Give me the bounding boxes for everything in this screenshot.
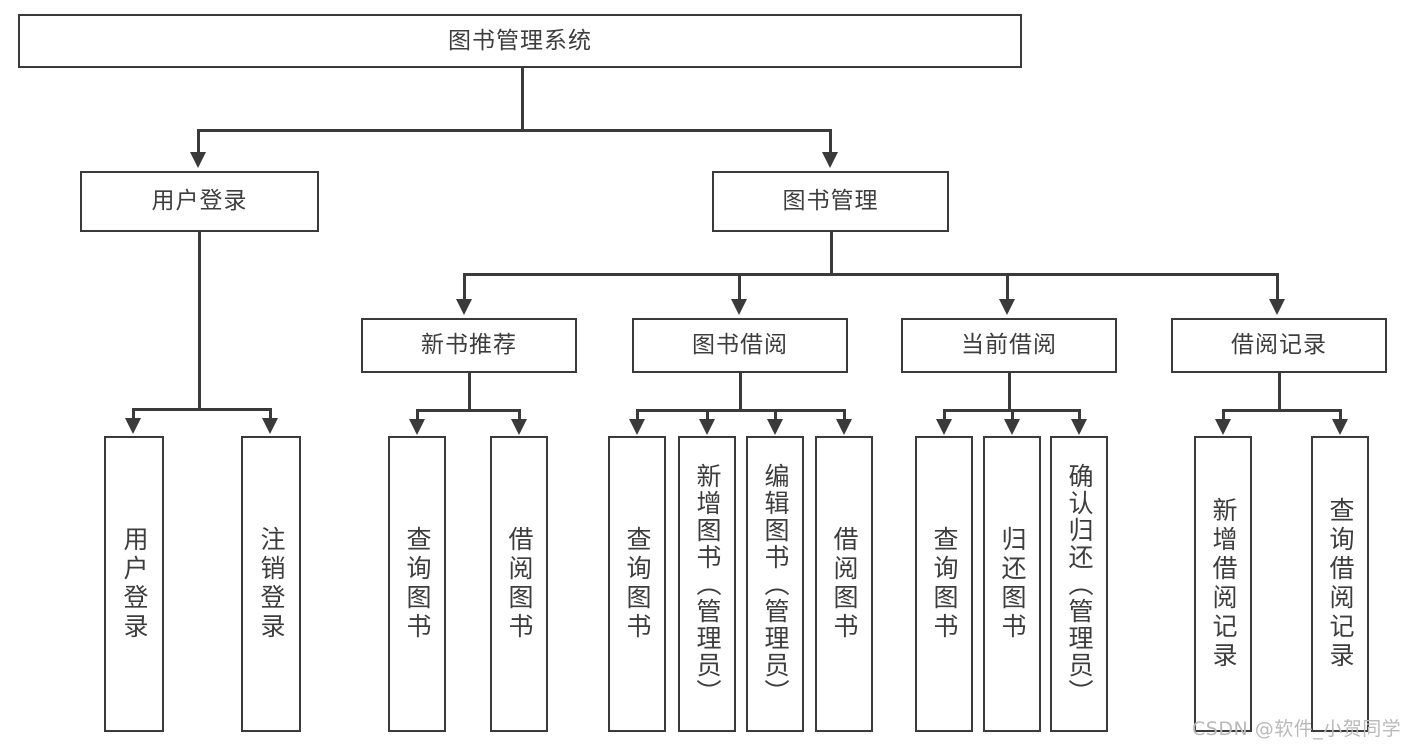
node-leaf-query-book-b[interactable]: 查询图书 bbox=[608, 436, 666, 732]
edge-user-login-bus bbox=[132, 408, 271, 411]
edge-book-borrow-bus bbox=[636, 409, 844, 412]
edge-user-login-to-leaf2 bbox=[269, 408, 272, 421]
arrow-book-borrow-to-leaf2 bbox=[699, 419, 715, 435]
arrow-user-login-to-leaf2 bbox=[262, 418, 278, 434]
arrow-book-manage-to-book-borrow bbox=[731, 299, 747, 315]
arrow-book-manage-to-new-book-rec bbox=[456, 299, 472, 315]
node-leaf-query-book-b-label: 查询图书 bbox=[623, 526, 652, 642]
node-leaf-return-book-label: 归还图书 bbox=[998, 526, 1027, 642]
arrow-book-manage-to-current-borrow bbox=[999, 299, 1015, 315]
node-leaf-user-login-label: 用户登录 bbox=[120, 526, 149, 642]
node-new-book-rec[interactable]: 新书推荐 bbox=[361, 318, 577, 373]
edge-book-manage-to-borrow-record bbox=[1276, 273, 1279, 302]
arrow-book-borrow-to-leaf4 bbox=[836, 419, 852, 435]
edge-new-book-rec-to-leaf1 bbox=[416, 409, 419, 421]
node-user-login[interactable]: 用户登录 bbox=[80, 171, 319, 232]
node-root-label: 图书管理系统 bbox=[448, 27, 592, 54]
edge-book-borrow-to-leaf4 bbox=[843, 409, 846, 421]
node-borrow-record[interactable]: 借阅记录 bbox=[1171, 318, 1387, 373]
node-book-manage[interactable]: 图书管理 bbox=[712, 171, 949, 232]
edge-user-login-stem bbox=[198, 232, 201, 410]
node-current-borrow[interactable]: 当前借阅 bbox=[901, 318, 1117, 373]
node-new-book-rec-label: 新书推荐 bbox=[421, 332, 517, 359]
node-leaf-add-record[interactable]: 新增借阅记录 bbox=[1194, 436, 1252, 732]
node-leaf-user-login[interactable]: 用户登录 bbox=[104, 436, 164, 732]
node-leaf-logout[interactable]: 注销登录 bbox=[241, 436, 301, 732]
edge-root-stem bbox=[521, 68, 524, 131]
edge-book-manage-bus bbox=[463, 273, 1278, 276]
edge-book-borrow-to-leaf3 bbox=[774, 409, 777, 421]
edge-root-to-user-login bbox=[197, 129, 200, 155]
node-leaf-add-book[interactable]: 新增图书（管理员） bbox=[678, 436, 736, 732]
edge-book-manage-to-new-book-rec bbox=[463, 273, 466, 302]
arrow-new-book-rec-to-leaf2 bbox=[511, 419, 527, 435]
node-leaf-borrow-book-b-label: 借阅图书 bbox=[830, 526, 859, 642]
arrow-borrow-record-to-leaf1 bbox=[1215, 419, 1231, 435]
edge-borrow-record-to-leaf2 bbox=[1339, 409, 1342, 421]
arrow-borrow-record-to-leaf2 bbox=[1332, 419, 1348, 435]
node-leaf-query-book-c-label: 查询图书 bbox=[930, 526, 959, 642]
edge-borrow-record-to-leaf1 bbox=[1222, 409, 1225, 421]
edge-root-to-book-manage bbox=[829, 129, 832, 155]
node-book-borrow-label: 图书借阅 bbox=[692, 332, 788, 359]
node-leaf-edit-book-label: 编辑图书（管理员） bbox=[761, 462, 790, 706]
edge-current-borrow-to-leaf3 bbox=[1078, 409, 1081, 421]
node-root[interactable]: 图书管理系统 bbox=[18, 14, 1022, 68]
arrow-root-to-user-login bbox=[190, 152, 206, 168]
edge-book-manage-to-book-borrow bbox=[738, 273, 741, 302]
arrow-user-login-to-leaf1 bbox=[125, 418, 141, 434]
arrow-root-to-book-manage bbox=[822, 152, 838, 168]
edge-root-bus bbox=[197, 129, 831, 132]
node-leaf-add-record-label: 新增借阅记录 bbox=[1209, 497, 1238, 671]
node-book-borrow[interactable]: 图书借阅 bbox=[632, 318, 848, 373]
node-leaf-query-record-label: 查询借阅记录 bbox=[1326, 497, 1355, 671]
node-leaf-query-book-c[interactable]: 查询图书 bbox=[915, 436, 973, 732]
node-leaf-borrow-book-a[interactable]: 借阅图书 bbox=[490, 436, 548, 732]
node-borrow-record-label: 借阅记录 bbox=[1231, 332, 1327, 359]
edge-book-borrow-to-leaf2 bbox=[706, 409, 709, 421]
edge-current-borrow-stem bbox=[1008, 373, 1011, 411]
node-leaf-borrow-book-a-label: 借阅图书 bbox=[505, 526, 534, 642]
node-leaf-confirm-return-label: 确认归还（管理员） bbox=[1065, 462, 1094, 706]
edge-new-book-rec-to-leaf2 bbox=[518, 409, 521, 421]
edge-new-book-rec-stem bbox=[468, 373, 471, 411]
node-user-login-label: 用户登录 bbox=[151, 188, 248, 215]
node-leaf-return-book[interactable]: 归还图书 bbox=[983, 436, 1041, 732]
arrow-book-manage-to-borrow-record bbox=[1269, 299, 1285, 315]
edge-current-borrow-to-leaf1 bbox=[943, 409, 946, 421]
node-leaf-query-book-a[interactable]: 查询图书 bbox=[388, 436, 446, 732]
arrow-new-book-rec-to-leaf1 bbox=[409, 419, 425, 435]
node-leaf-confirm-return[interactable]: 确认归还（管理员） bbox=[1050, 436, 1108, 732]
watermark-text: CSDN @软件_小贺同学 bbox=[1192, 718, 1402, 740]
node-leaf-edit-book[interactable]: 编辑图书（管理员） bbox=[746, 436, 804, 732]
arrow-current-borrow-to-leaf1 bbox=[936, 419, 952, 435]
node-leaf-query-record[interactable]: 查询借阅记录 bbox=[1311, 436, 1369, 732]
edge-book-borrow-to-leaf1 bbox=[636, 409, 639, 421]
edge-user-login-to-leaf1 bbox=[132, 408, 135, 421]
edge-book-manage-to-current-borrow bbox=[1006, 273, 1009, 302]
arrow-current-borrow-to-leaf2 bbox=[1004, 419, 1020, 435]
arrow-book-borrow-to-leaf1 bbox=[629, 419, 645, 435]
arrow-book-borrow-to-leaf3 bbox=[767, 419, 783, 435]
node-leaf-logout-label: 注销登录 bbox=[257, 526, 286, 642]
edge-borrow-record-stem bbox=[1278, 373, 1281, 411]
edge-book-manage-stem bbox=[830, 232, 833, 275]
node-book-manage-label: 图书管理 bbox=[782, 188, 879, 215]
node-leaf-query-book-a-label: 查询图书 bbox=[403, 526, 432, 642]
node-leaf-add-book-label: 新增图书（管理员） bbox=[693, 462, 722, 706]
arrow-current-borrow-to-leaf3 bbox=[1071, 419, 1087, 435]
node-current-borrow-label: 当前借阅 bbox=[961, 332, 1057, 359]
edge-new-book-rec-bus bbox=[416, 409, 521, 412]
node-leaf-borrow-book-b[interactable]: 借阅图书 bbox=[815, 436, 873, 732]
edge-borrow-record-bus bbox=[1222, 409, 1341, 412]
edge-current-borrow-to-leaf2 bbox=[1011, 409, 1014, 421]
edge-book-borrow-stem bbox=[739, 373, 742, 411]
